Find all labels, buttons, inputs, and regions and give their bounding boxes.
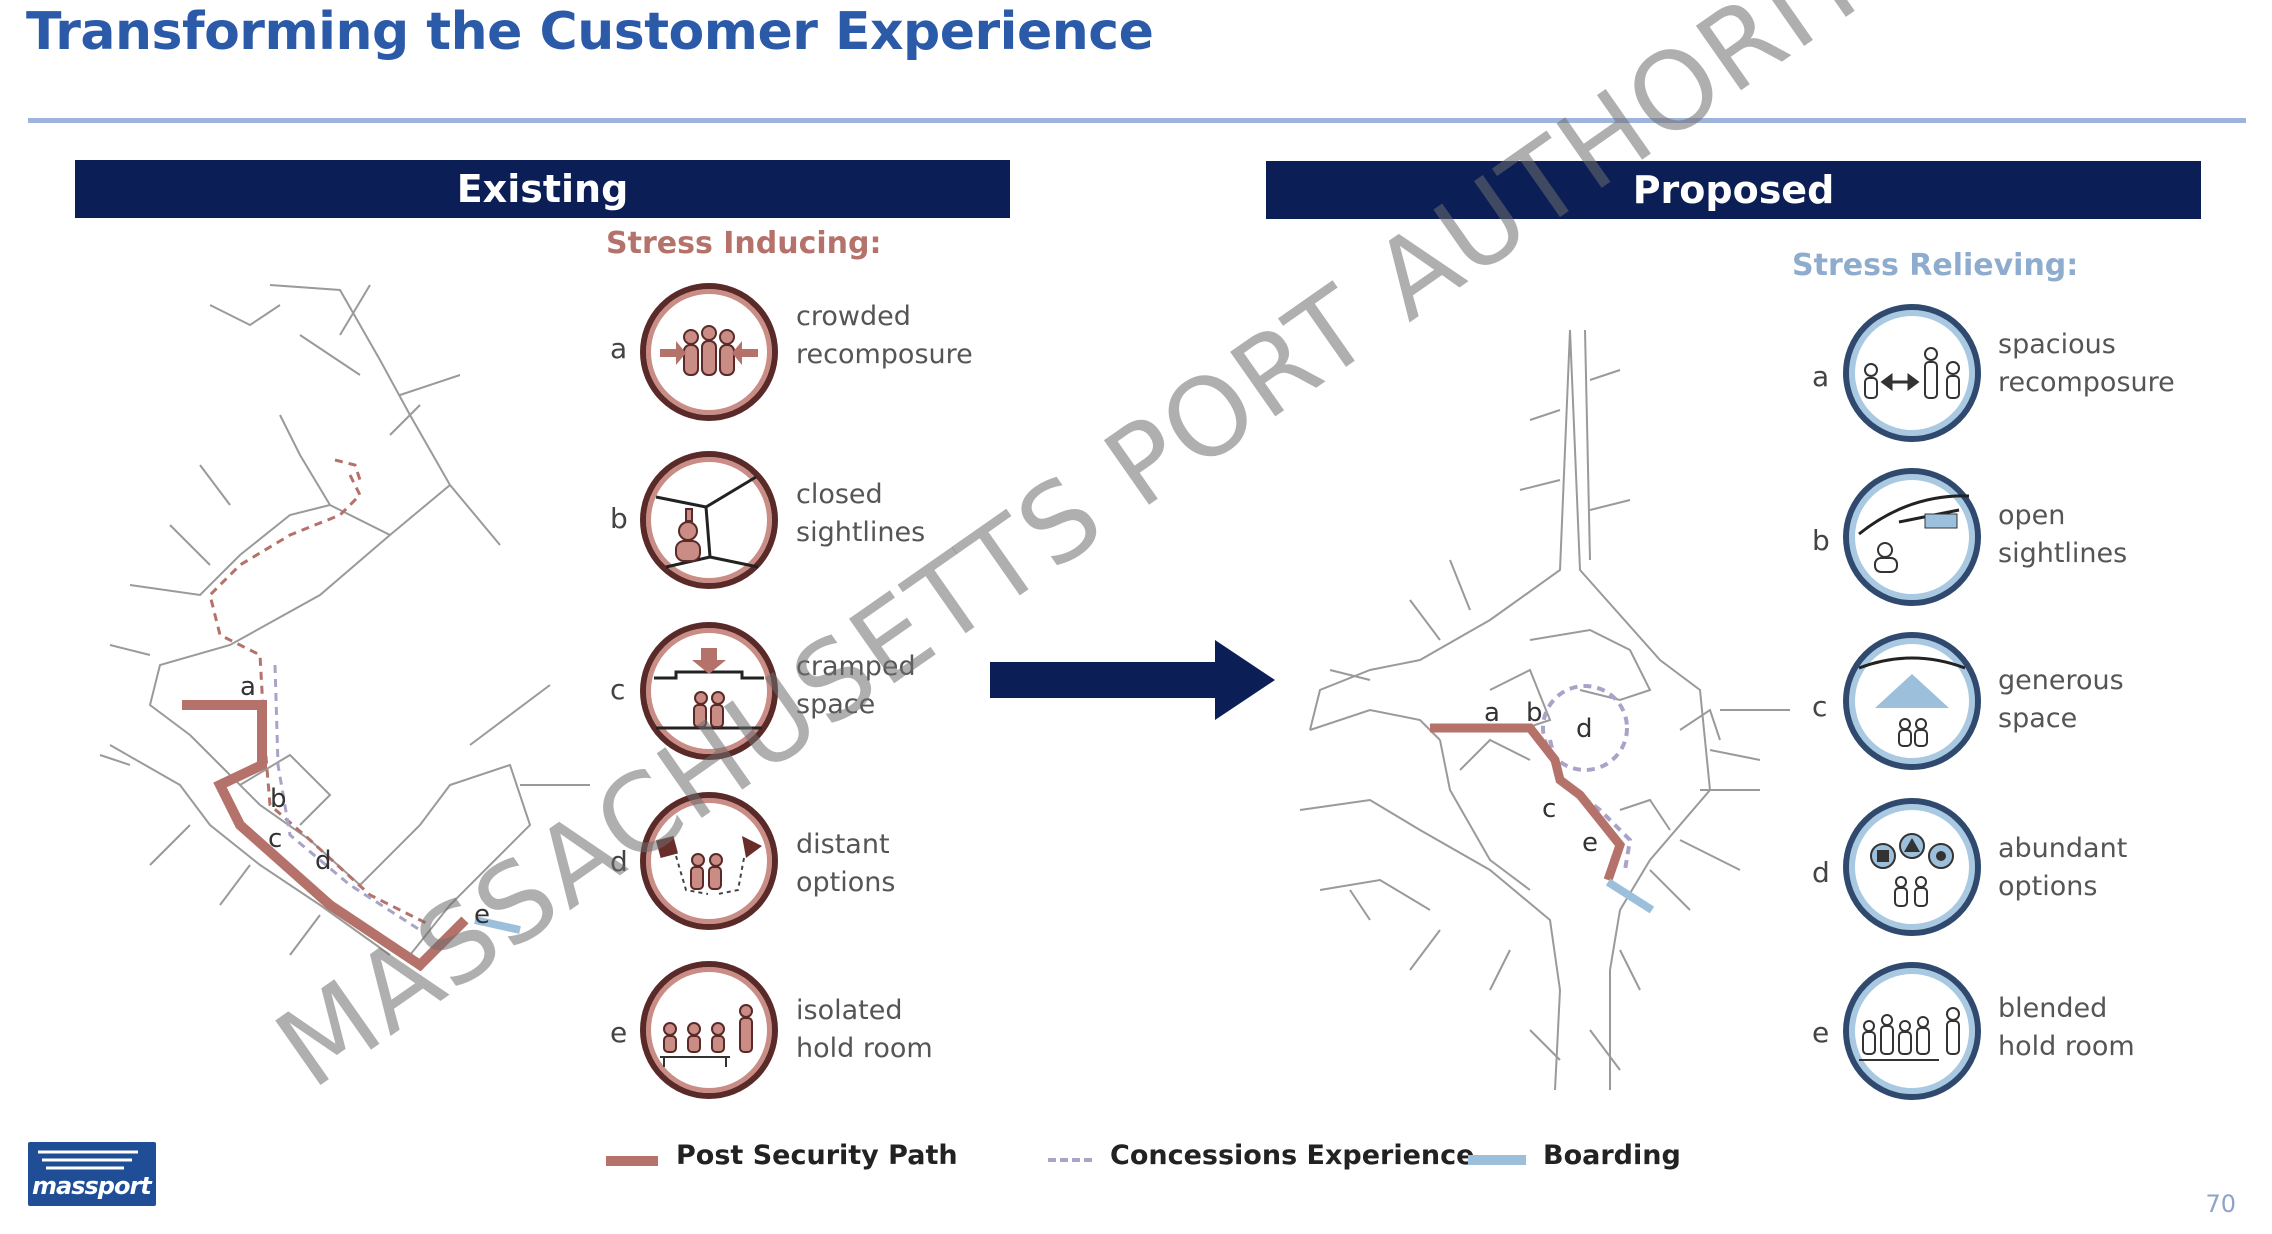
proposed-item-d-letter: d xyxy=(1812,856,1830,889)
existing-item-e-line2: hold room xyxy=(796,1033,933,1064)
blended-hold-room-icon xyxy=(1843,962,1981,1100)
existing-map-label-b: b xyxy=(270,784,287,814)
existing-item-b-line2: sightlines xyxy=(796,517,926,548)
existing-item-d-text: distant options xyxy=(796,826,895,902)
proposed-item-a-text: spacious recomposure xyxy=(1998,326,2175,402)
existing-map-label-e: e xyxy=(474,900,490,930)
legend-label-concessions: Concessions Experience xyxy=(1110,1140,1475,1171)
legend-label-post-security: Post Security Path xyxy=(676,1140,958,1171)
existing-map-label-c: c xyxy=(268,824,283,854)
existing-item-e-text: isolated hold room xyxy=(796,992,933,1068)
proposed-item-e-text: blended hold room xyxy=(1998,990,2135,1066)
existing-item-d-letter: d xyxy=(610,845,628,878)
existing-item-b-letter: b xyxy=(610,502,628,535)
legend-swatch-post-security xyxy=(606,1156,658,1166)
stress-inducing-heading: Stress Inducing: xyxy=(606,226,882,261)
blocked-view-icon xyxy=(640,451,778,589)
page-title: Transforming the Customer Experience xyxy=(26,2,1154,62)
existing-item-d-line2: options xyxy=(796,867,896,898)
page-number: 70 xyxy=(2205,1190,2236,1218)
proposed-item-e-line2: hold room xyxy=(1998,1031,2135,1062)
proposed-item-b-line2: sightlines xyxy=(1998,538,2128,569)
high-ceiling-icon xyxy=(1843,632,1981,770)
existing-item-d-line1: distant xyxy=(796,829,890,860)
existing-map-label-d: d xyxy=(315,846,332,876)
proposed-map-label-e: e xyxy=(1582,828,1598,858)
proposed-map-label-d: d xyxy=(1576,714,1593,744)
proposed-header: Proposed xyxy=(1266,161,2201,219)
low-ceiling-icon xyxy=(640,622,778,760)
title-divider xyxy=(28,118,2246,123)
proposed-item-a-letter: a xyxy=(1812,360,1830,393)
existing-item-c-text: cramped space xyxy=(796,648,916,724)
proposed-item-b-line1: open xyxy=(1998,500,2066,531)
massport-logo: massport xyxy=(28,1142,156,1206)
existing-item-b-text: closed sightlines xyxy=(796,476,925,552)
proposed-item-d-line2: options xyxy=(1998,871,2098,902)
existing-item-b-line1: closed xyxy=(796,479,883,510)
proposed-item-c-letter: c xyxy=(1812,690,1828,723)
existing-header: Existing xyxy=(75,160,1010,218)
proposed-item-c-line2: space xyxy=(1998,703,2078,734)
existing-item-c-line1: cramped xyxy=(796,651,916,682)
proposed-map-label-c: c xyxy=(1542,794,1557,824)
abundant-options-icon xyxy=(1843,798,1981,936)
existing-item-a-line1: crowded xyxy=(796,301,911,332)
seated-travelers-icon xyxy=(640,961,778,1099)
existing-terminal-map xyxy=(99,284,590,972)
proposed-map-label-b: b xyxy=(1526,698,1543,728)
existing-item-a-letter: a xyxy=(610,332,628,365)
distant-options-icon xyxy=(640,792,778,930)
proposed-item-c-text: generous space xyxy=(1998,662,2124,738)
existing-item-c-line2: space xyxy=(796,689,876,720)
proposed-terminal-map xyxy=(1299,329,1790,1091)
legend-swatch-concessions xyxy=(1048,1158,1092,1162)
existing-item-a-line2: recomposure xyxy=(796,339,973,370)
existing-item-e-letter: e xyxy=(610,1016,628,1049)
proposed-item-b-text: open sightlines xyxy=(1998,497,2127,573)
existing-item-a-text: crowded recomposure xyxy=(796,298,973,374)
transition-arrow-icon xyxy=(990,640,1275,720)
logo-text: massport xyxy=(32,1172,152,1200)
proposed-item-d-text: abundant options xyxy=(1998,830,2127,906)
proposed-item-d-line1: abundant xyxy=(1998,833,2128,864)
proposed-item-a-line1: spacious xyxy=(1998,329,2116,360)
stress-relieving-heading: Stress Relieving: xyxy=(1792,248,2079,283)
existing-item-c-letter: c xyxy=(610,673,626,706)
crowded-people-icon xyxy=(640,283,778,421)
proposed-item-b-letter: b xyxy=(1812,524,1830,557)
open-view-icon xyxy=(1843,468,1981,606)
proposed-item-e-letter: e xyxy=(1812,1016,1830,1049)
proposed-item-c-line1: generous xyxy=(1998,665,2124,696)
proposed-item-e-line1: blended xyxy=(1998,993,2108,1024)
legend-label-boarding: Boarding xyxy=(1543,1140,1681,1171)
existing-map-label-a: a xyxy=(240,672,256,702)
legend-swatch-boarding xyxy=(1468,1155,1526,1165)
proposed-item-a-line2: recomposure xyxy=(1998,367,2175,398)
proposed-map-label-a: a xyxy=(1484,698,1500,728)
spacious-people-icon xyxy=(1843,304,1981,442)
existing-item-e-line1: isolated xyxy=(796,995,903,1026)
